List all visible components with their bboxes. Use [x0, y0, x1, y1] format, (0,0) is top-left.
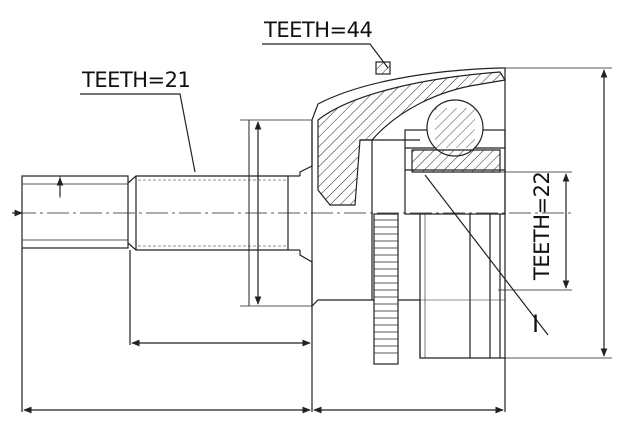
teeth-21-label: TEETH=21 [82, 68, 191, 92]
leader-ref [424, 174, 549, 336]
teeth-44-marker [375, 61, 391, 75]
leader-teeth-21 [80, 93, 196, 173]
leader-teeth-44 [262, 43, 389, 69]
teeth-22-label: TEETH=22 [530, 171, 554, 280]
thread-stub [21, 175, 129, 249]
reference-mark-label: I [532, 310, 539, 338]
abs-teeth [374, 219, 398, 354]
race-section [411, 149, 501, 173]
teeth-44-label: TEETH=44 [264, 18, 373, 42]
spline-shaft [127, 175, 289, 251]
abs-ring [373, 213, 399, 365]
